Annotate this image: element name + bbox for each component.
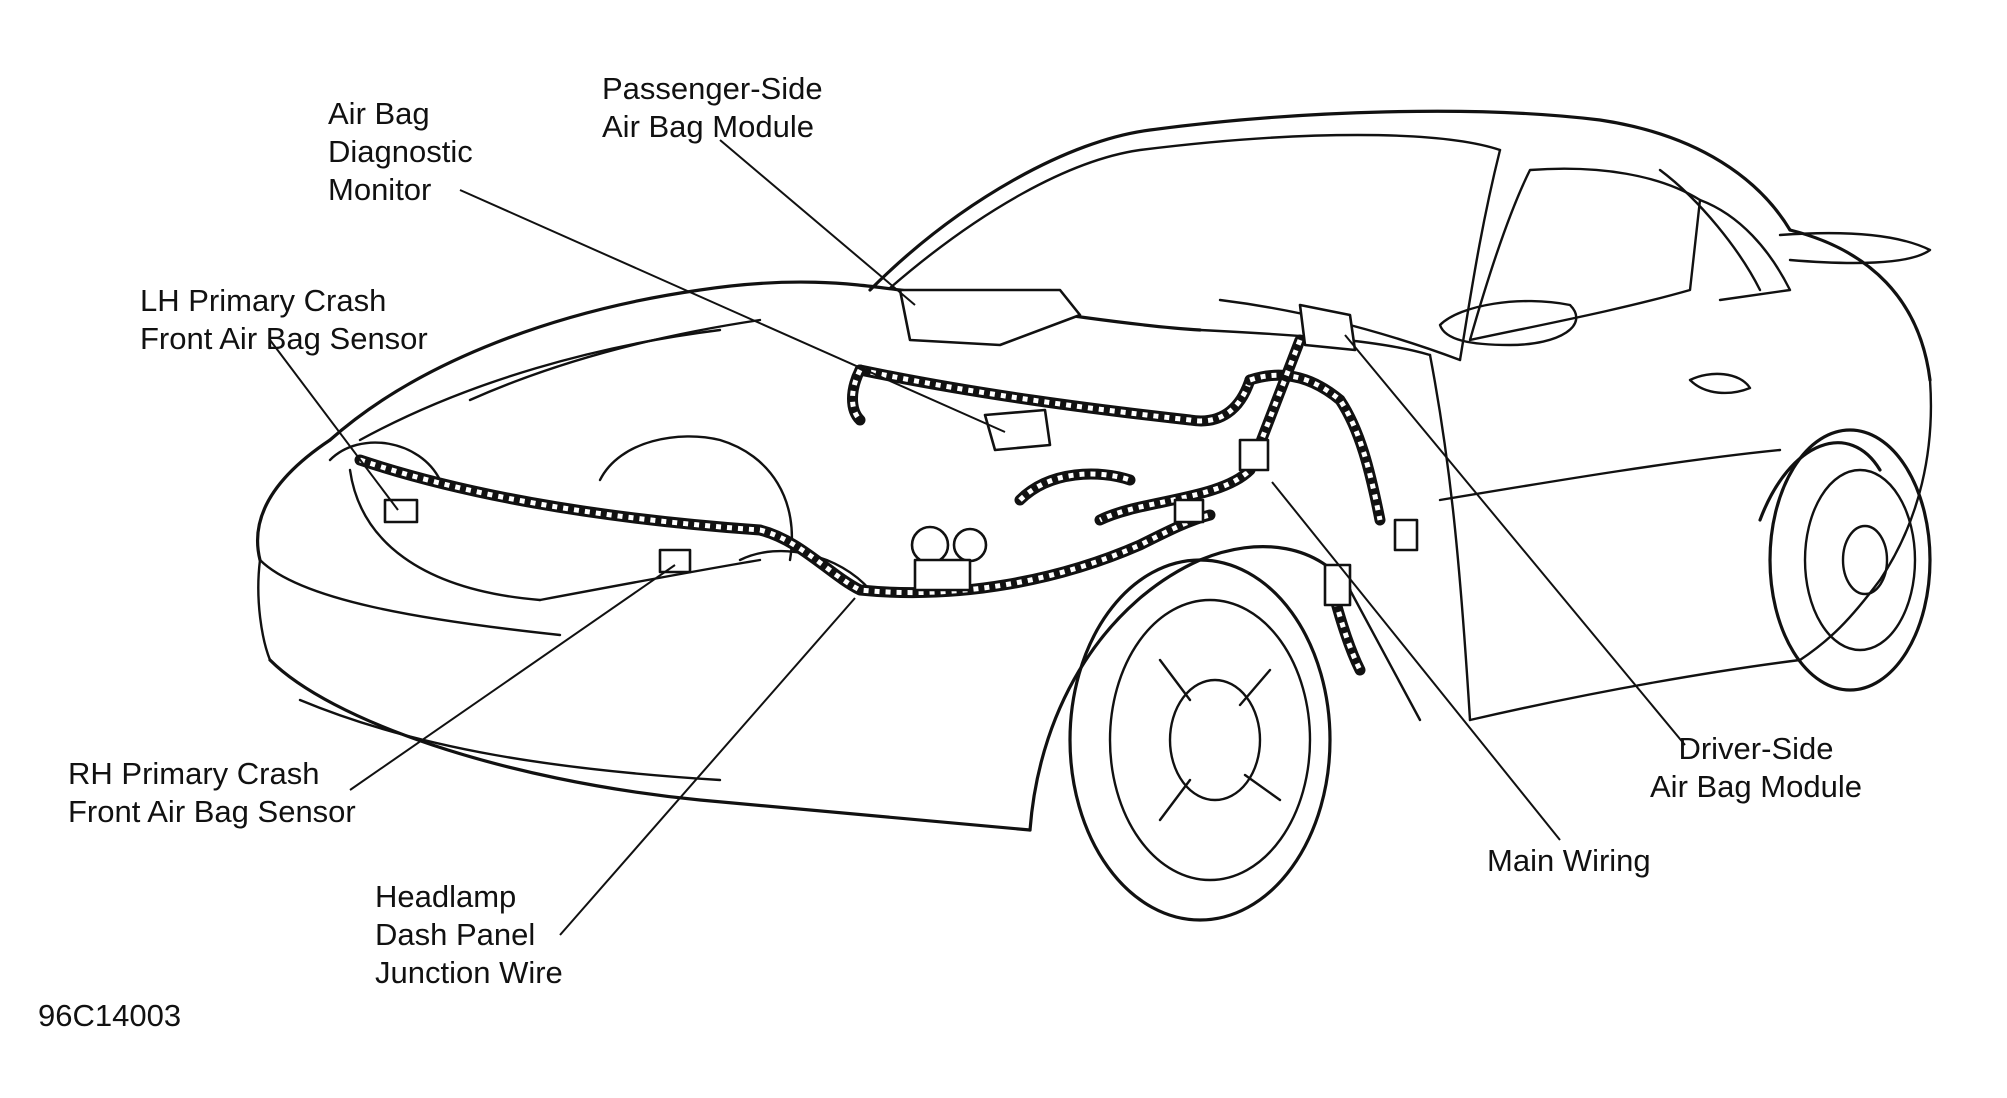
label-line: Junction Wire [375,955,563,990]
label-line: Air Bag Module [1650,769,1862,804]
leader-driver-module [1344,334,1686,746]
label-line: Headlamp [375,879,517,914]
label-line: Diagnostic [328,134,473,169]
rear-wheel [1768,428,1932,692]
label-line: RH Primary Crash [68,756,320,791]
label-line: LH Primary Crash [140,283,387,318]
label-driver-side-module: Driver-Side Air Bag Module [1650,730,1862,806]
leader-diagnostic-monitor [459,189,1006,433]
passenger-airbag-module-shape [898,288,1082,347]
label-line: Front Air Bag Sensor [68,794,356,829]
driver-airbag-module-shape [1298,303,1357,352]
label-lh-primary-crash-sensor: LH Primary Crash Front Air Bag Sensor [140,282,428,358]
label-line: Monitor [328,172,432,207]
leader-lh-sensor [269,339,399,511]
leader-headlamp-junction [559,597,856,936]
label-rh-primary-crash-sensor: RH Primary Crash Front Air Bag Sensor [68,755,356,831]
front-wheel [1068,558,1332,922]
figure-id: 96C14003 [38,998,182,1033]
rh-sensor-shape [658,548,692,574]
label-line: Air Bag Module [602,109,814,144]
label-air-bag-diagnostic-monitor: Air Bag Diagnostic Monitor [328,95,473,209]
label-line: Driver-Side [1678,731,1834,766]
label-line: Dash Panel [375,917,536,952]
label-headlamp-dash-panel-junction-wire: Headlamp Dash Panel Junction Wire [375,878,563,992]
leader-lines [269,139,1686,936]
diagnostic-monitor-shape [983,408,1052,452]
label-line: Passenger-Side [602,71,823,106]
components [383,288,1419,607]
label-main-wiring: Main Wiring [1487,842,1651,880]
label-line: Main Wiring [1487,843,1651,878]
wiring-harness [354,334,1386,676]
leader-passenger-module [719,139,916,306]
label-line: Front Air Bag Sensor [140,321,428,356]
label-line: Air Bag [328,96,430,131]
label-passenger-side-module: Passenger-Side Air Bag Module [602,70,823,146]
lh-sensor-shape [383,498,419,524]
leader-rh-sensor [349,564,676,791]
leader-main-wiring [1271,481,1561,841]
